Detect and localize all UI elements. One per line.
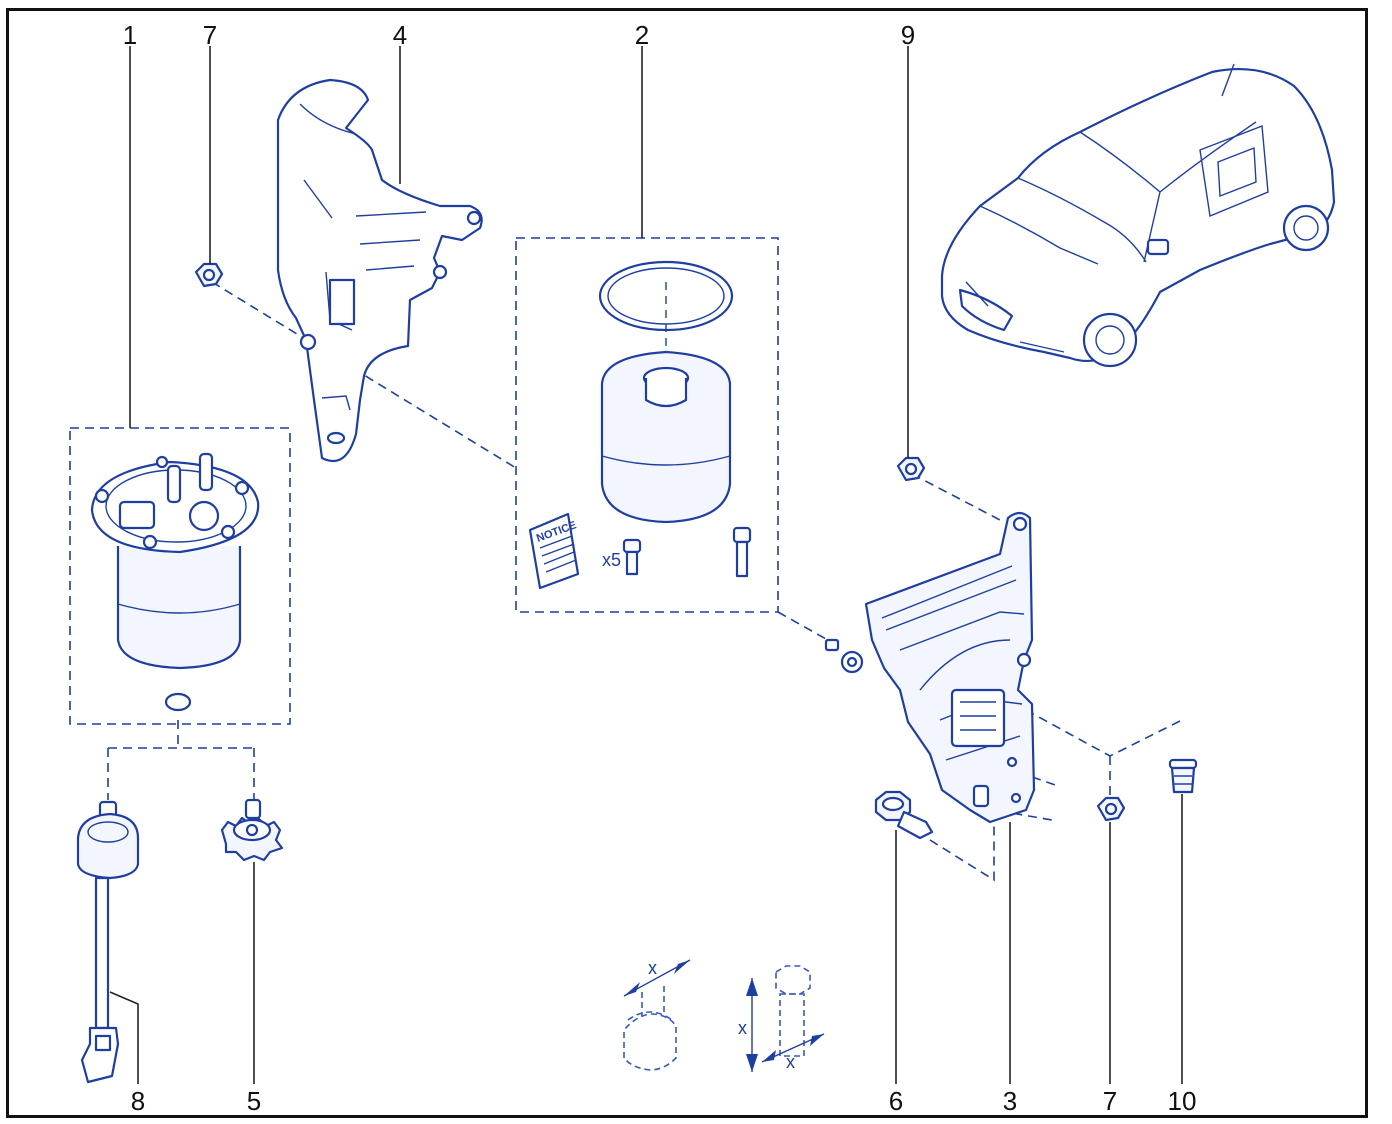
part-nut-9 xyxy=(896,456,926,482)
part-nut-top xyxy=(194,262,224,288)
leader-8 xyxy=(109,991,139,1084)
nut-measurement-symbol: x xyxy=(623,958,691,1071)
part-mounting-bracket xyxy=(824,511,1036,824)
callout-3: 3 xyxy=(1003,1086,1017,1116)
kit-box-filter-element xyxy=(515,237,779,613)
kit-long-screw xyxy=(732,526,752,578)
kit-small-screw xyxy=(622,538,642,576)
part-rivet-nut xyxy=(1168,758,1198,794)
dash-line-seal-to-bases xyxy=(107,720,255,800)
nut-dim-label: x xyxy=(648,958,657,978)
callout-6: 6 xyxy=(889,1086,903,1116)
bolt-length-label: x xyxy=(738,1018,747,1038)
notice-booklet: NOTICE xyxy=(528,512,580,590)
callout-1: 1 xyxy=(123,20,137,50)
dash-line-bracket-to-fixings xyxy=(1025,709,1183,757)
callout-10: 10 xyxy=(1168,1086,1197,1116)
part-sensor-probe xyxy=(76,800,140,1084)
part-filter-element xyxy=(598,260,734,524)
callout-8: 8 xyxy=(131,1086,145,1116)
dash-line-bolt6 xyxy=(929,809,1053,882)
part-filter-assembly xyxy=(90,452,260,712)
part-base-cap xyxy=(220,798,284,862)
part-heat-shield xyxy=(276,78,483,463)
kit-box-filter-assembly xyxy=(69,427,291,725)
bolt-dia-label: x xyxy=(786,1052,795,1072)
callout-9: 9 xyxy=(901,20,915,50)
callout-5: 5 xyxy=(247,1086,261,1116)
callout-4: 4 xyxy=(393,20,407,50)
bolt-measurement-symbol: x x xyxy=(738,965,825,1072)
dash-line-nut9-to-bracket xyxy=(911,473,1001,521)
callout-7-bottom: 7 xyxy=(1103,1086,1117,1116)
callout-7-top: 7 xyxy=(203,20,217,50)
part-nut-bottom xyxy=(1096,796,1126,822)
vehicle-illustration xyxy=(940,63,1336,368)
callout-2: 2 xyxy=(635,20,649,50)
part-bolt-6 xyxy=(874,790,934,840)
quantity-label: x5 xyxy=(602,550,621,570)
